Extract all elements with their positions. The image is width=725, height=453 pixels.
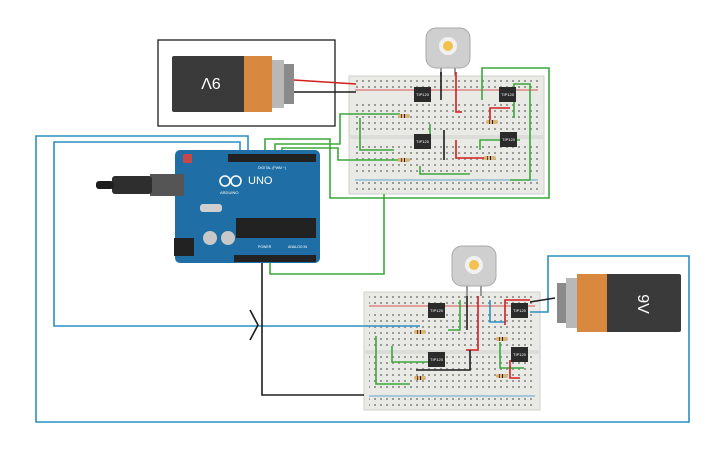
resistor	[484, 156, 496, 160]
digital-label: DIGITAL (PWM ~)	[258, 166, 286, 170]
arduino-uno[interactable]: UNO ARDUINO DIGITAL (PWM ~) POWER ANALOG…	[174, 150, 320, 263]
power-label: POWER	[258, 245, 272, 249]
resistor	[414, 330, 426, 334]
transistor[interactable]: TIP120	[428, 352, 445, 367]
transistor-label: TIP120	[501, 92, 515, 97]
motor-top[interactable]	[425, 27, 471, 78]
battery-bottom-label: 9V	[634, 294, 651, 314]
arduino-brand: ARDUINO	[220, 190, 238, 195]
arduino-model: UNO	[248, 175, 273, 187]
resistor	[398, 158, 410, 162]
transistor-label: TIP120	[430, 308, 444, 313]
transistor[interactable]: TIP120	[511, 347, 528, 362]
resistor	[496, 337, 508, 341]
resistors	[398, 114, 508, 380]
battery-bottom[interactable]: 9V	[557, 274, 681, 332]
resistor	[486, 120, 498, 124]
transistor-label: TIP120	[502, 137, 516, 142]
analog-label: ANALOG IN	[288, 245, 308, 249]
transistor-label: TIP120	[430, 357, 444, 362]
transistor[interactable]: TIP120	[511, 303, 528, 318]
transistor[interactable]: TIP120	[428, 303, 445, 318]
transistor-label: TIP120	[416, 92, 430, 97]
transistor[interactable]: TIP120	[414, 87, 431, 102]
reset-button[interactable]	[183, 154, 192, 163]
battery-top-label: 9V	[201, 74, 221, 91]
transistor[interactable]: TIP120	[414, 134, 431, 149]
transistor[interactable]: TIP120	[499, 87, 516, 102]
transistor-label: TIP120	[513, 352, 527, 357]
transistor-label: TIP120	[416, 139, 430, 144]
resistor	[414, 376, 426, 380]
motor-bottom[interactable]	[451, 245, 497, 296]
wires-green	[264, 67, 550, 385]
transistor-label: TIP120	[513, 308, 527, 313]
resistor	[398, 114, 410, 118]
battery-top[interactable]: 9V	[172, 56, 294, 112]
usb-plug[interactable]	[96, 174, 184, 196]
transistor[interactable]: TIP120	[500, 132, 517, 147]
wires-blue	[35, 135, 690, 423]
resistor	[496, 374, 508, 378]
breadboard-bottom	[363, 291, 541, 411]
wires-red	[293, 72, 530, 379]
wires-black	[249, 72, 556, 396]
arduino-logo-icon	[219, 175, 242, 187]
